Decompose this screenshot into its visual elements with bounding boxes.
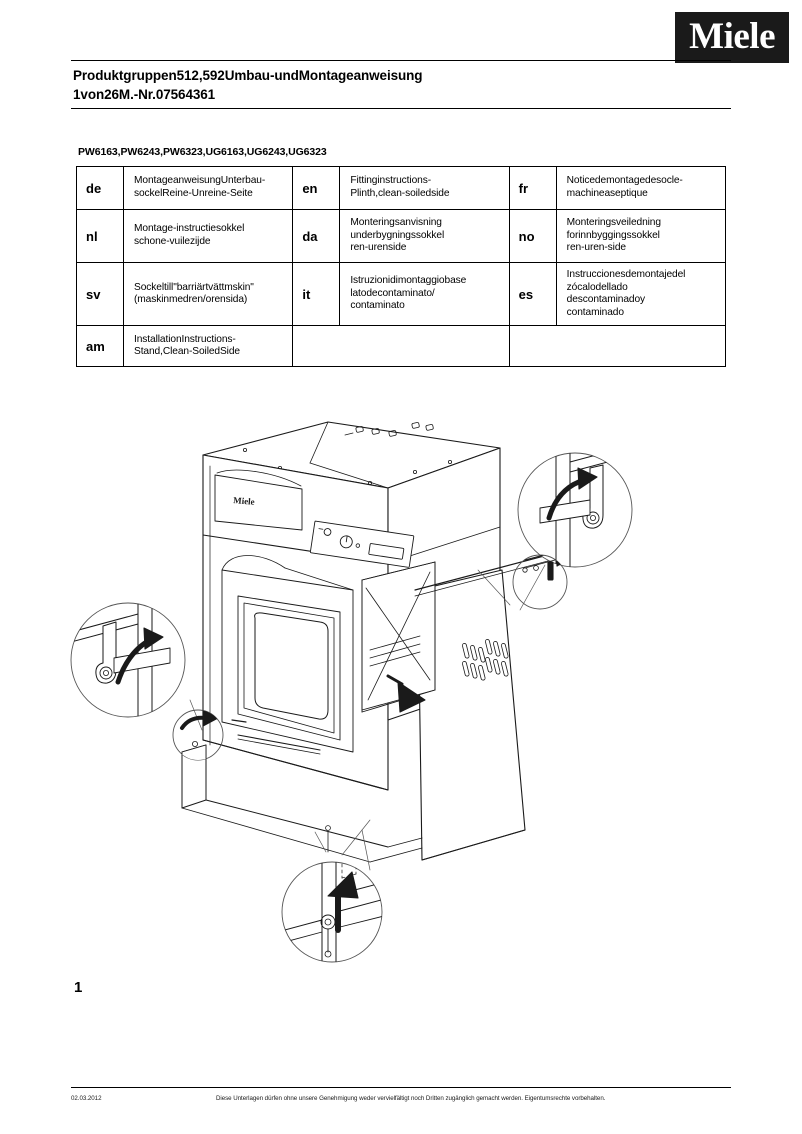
header-top-rule (71, 60, 731, 61)
detail-callout-machine-lower-left (172, 709, 224, 761)
plinth-panel (361, 545, 583, 861)
language-title-de: MontageanweisungUnterbau-sockelReine-Unr… (122, 166, 294, 210)
language-code-no: no (508, 209, 557, 263)
machine-miele-badge: Miele (233, 495, 255, 507)
language-code-it: it (292, 261, 341, 327)
table-row: sv Sockeltill"barriärtvättmskin"(maskinm… (76, 261, 727, 327)
document-header: Produktgruppen512,592Umbau-undMontageanw… (71, 60, 731, 109)
ventilation-slots (462, 639, 509, 681)
language-code-en: en (292, 166, 341, 210)
table-cell-empty (292, 325, 510, 368)
language-title-am: InstallationInstructions-Stand,Clean-Soi… (122, 325, 294, 368)
miele-logo: Miele (675, 12, 789, 63)
language-code-nl: nl (76, 209, 124, 263)
detail-callout-left (70, 602, 186, 718)
footer-legal-notice: Diese Unterlagen dürfen ohne unsere Gene… (216, 1095, 606, 1102)
language-code-da: da (292, 209, 341, 263)
page-number: 1 (74, 979, 83, 996)
table-cell-empty (508, 325, 727, 368)
document-title-line-2: 1von26M.-Nr.07564361 (73, 87, 216, 102)
document-title-line-1: Produktgruppen512,592Umbau-undMontageanw… (73, 68, 423, 83)
assembly-illustration: Miele (70, 400, 750, 970)
table-row: am InstallationInstructions-Stand,Clean-… (76, 325, 727, 368)
header-bottom-rule (71, 108, 731, 109)
language-code-de: de (76, 166, 124, 210)
floor-structure (181, 744, 423, 863)
footer-rule (71, 1087, 731, 1088)
language-code-sv: sv (76, 261, 124, 327)
language-code-am: am (76, 325, 124, 368)
language-title-sv: Sockeltill"barriärtvättmskin"(maskinmedr… (122, 261, 294, 327)
language-title-en: Fittinginstructions-Plinth,clean-soileds… (339, 166, 510, 210)
language-title-fr: Noticedemontagedesocle-machineaseptique (555, 166, 727, 210)
base-frame (361, 561, 436, 713)
language-code-fr: fr (508, 166, 557, 210)
detail-callout-bottom (281, 861, 383, 963)
detail-arrow-frame (386, 674, 426, 713)
model-list: PW6163,PW6243,PW6323,UG6163,UG6243,UG632… (78, 146, 327, 158)
miele-logo-text: Miele (689, 16, 775, 57)
language-code-es: es (508, 261, 557, 327)
table-row: de MontageanweisungUnterbau-sockelReine-… (76, 166, 727, 210)
language-title-table: de MontageanweisungUnterbau-sockelReine-… (76, 166, 727, 368)
detail-callout-top-right (517, 452, 633, 568)
callout-leader-lines (189, 564, 546, 871)
footer-date: 02.03.2012 (71, 1095, 102, 1102)
svg-text:Miele: Miele (233, 495, 255, 507)
